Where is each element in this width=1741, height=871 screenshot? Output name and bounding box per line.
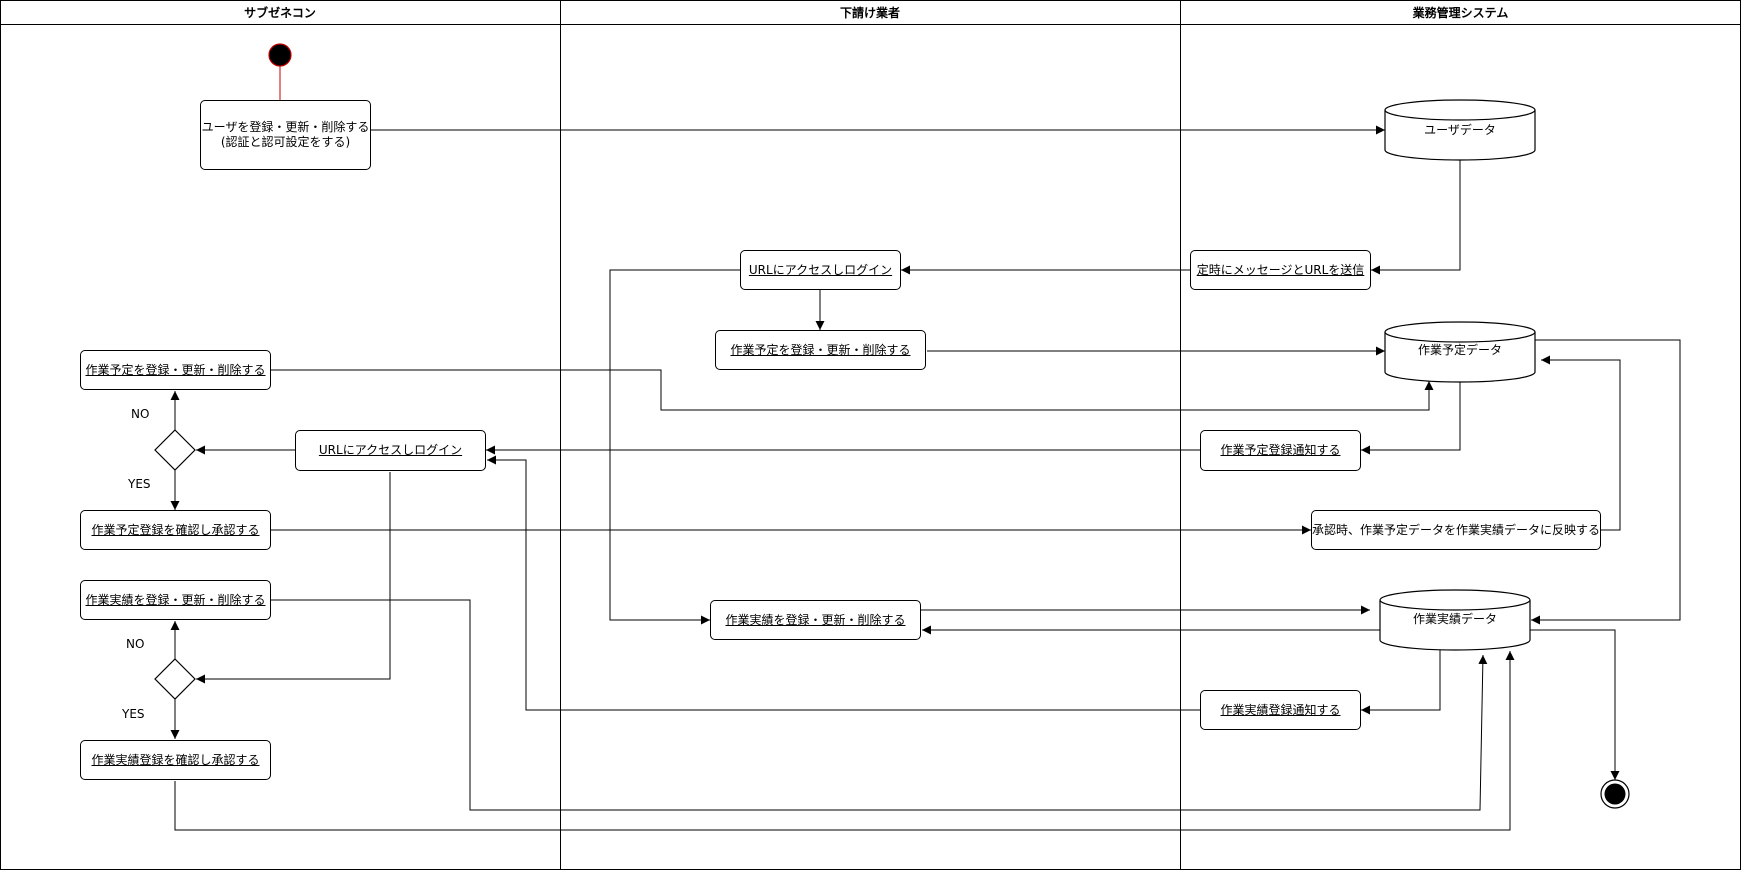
activity-sub-login-label: URLにアクセスしログイン [748, 262, 893, 277]
start-node [268, 43, 292, 67]
activity-register-user-line1: ユーザを登録・更新・削除する [201, 120, 370, 134]
activity-gc-result-approve[interactable]: 作業実績登録を確認し承認する [80, 740, 271, 780]
activity-gc-login-label: URLにアクセスしログイン [318, 443, 463, 457]
activity-sub-result-crud[interactable]: 作業実績を登録・更新・削除する [710, 600, 921, 640]
edges [170, 125, 1681, 831]
db-result-data [1379, 589, 1531, 651]
branch-label-no-result: NO [126, 637, 145, 651]
db-schedule-data [1384, 321, 1536, 383]
lane-title-business-system: 業務管理システム [1412, 5, 1509, 20]
edge-result-data-to-end [1530, 629, 1620, 780]
db-user-data [1384, 99, 1536, 161]
activity-gc-schedule-crud[interactable]: 作業予定を登録・更新・削除する [80, 350, 271, 390]
edge-gc-schedule-to-schedule-data [271, 369, 1434, 411]
activity-gc-schedule-approve-label: 作業予定登録を確認し承認する [91, 522, 260, 537]
activity-sub-login[interactable]: URLにアクセスしログイン [740, 250, 901, 290]
activity-schedule-notify[interactable]: 作業予定登録通知する [1200, 430, 1361, 471]
activity-register-user[interactable]: ユーザを登録・更新・削除する (認証と認可設定をする) [200, 100, 371, 170]
activity-schedule-notify-label: 作業予定登録通知する [1220, 443, 1341, 457]
edge-user-data-to-send-message [1371, 160, 1461, 275]
edge-result-data-to-notify [1361, 650, 1441, 715]
lane-title-subcontractor: 下請け業者 [839, 5, 900, 20]
activity-sub-schedule-crud-label: 作業予定を登録・更新・削除する [730, 342, 911, 357]
activity-gc-schedule-approve[interactable]: 作業予定登録を確認し承認する [80, 510, 271, 550]
activity-gc-result-crud-label: 作業実績を登録・更新・削除する [85, 592, 266, 607]
activity-send-message-url[interactable]: 定時にメッセージとURLを送信 [1190, 250, 1371, 290]
branch-label-yes-result: YES [122, 707, 145, 721]
activity-reflect-on-approve[interactable]: 承認時、作業予定データを作業実績データに反映する [1311, 510, 1601, 550]
activity-send-message-url-label: 定時にメッセージとURLを送信 [1196, 262, 1365, 277]
decision-diamond-result [154, 658, 196, 700]
db-schedule-data-label: 作業予定データ [1417, 342, 1502, 357]
activity-gc-login[interactable]: URLにアクセスしログイン [295, 430, 486, 471]
edge-reflect-to-schedule-data [1541, 355, 1621, 531]
activity-gc-result-approve-label: 作業実績登録を確認し承認する [91, 752, 260, 767]
branch-label-yes-schedule: YES [128, 477, 151, 491]
activity-gc-schedule-crud-label: 作業予定を登録・更新・削除する [85, 362, 266, 377]
activity-sub-result-crud-label: 作業実績を登録・更新・削除する [725, 612, 906, 627]
end-node [1600, 779, 1630, 809]
branch-label-no-schedule: NO [131, 407, 150, 421]
db-result-data-label: 作業実績データ [1412, 611, 1497, 626]
edge-schedule-data-to-result-data [1531, 339, 1681, 625]
lane-title-subgenecon: サブゼネコン [244, 5, 316, 20]
activity-reflect-on-approve-label: 承認時、作業予定データを作業実績データに反映する [1312, 522, 1601, 537]
activity-gc-result-crud[interactable]: 作業実績を登録・更新・削除する [80, 580, 271, 620]
edge-schedule-data-to-notify [1361, 382, 1461, 455]
edge-sub-login-to-sub-result [609, 269, 740, 625]
db-user-data-label: ユーザデータ [1424, 122, 1496, 137]
activity-result-notify-label: 作業実績登録通知する [1220, 702, 1341, 717]
decision-diamond-schedule [154, 429, 196, 471]
edge-result-notify-to-gc-login [487, 455, 1200, 711]
edge-gc-login-to-diamond-result [196, 472, 391, 684]
activity-sub-schedule-crud[interactable]: 作業予定を登録・更新・削除する [715, 330, 926, 370]
activity-register-user-line2: (認証と認可設定をする) [220, 135, 351, 149]
edge-gc-result-approve-to-result-data [174, 651, 1515, 831]
activity-result-notify[interactable]: 作業実績登録通知する [1200, 690, 1361, 730]
edge-gc-result-to-result-data [271, 599, 1488, 811]
